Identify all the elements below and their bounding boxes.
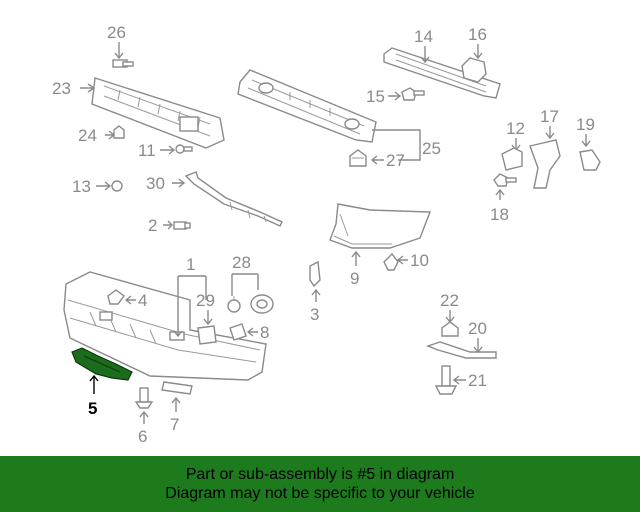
callout-14: 14 [414,27,433,46]
callout-9: 9 [350,269,359,288]
part-24-clip[interactable] [105,125,125,140]
callout-25: 25 [422,139,441,158]
part-28-sensor[interactable] [227,273,274,314]
part-23-reinforcement[interactable] [91,77,225,149]
part-6-bolt[interactable] [134,387,154,424]
parts-diagram: 26 23 24 11 13 30 2 14 16 15 25 27 12 17… [52,23,601,446]
part-26-bolt[interactable] [112,42,134,68]
callout-11: 11 [138,141,156,160]
part-29-plate[interactable] [197,310,217,345]
callout-24: 24 [78,126,97,145]
callout-20: 20 [468,319,487,338]
callout-5: 5 [88,399,97,418]
part-18-bolt[interactable] [493,173,517,200]
callout-21: 21 [468,371,487,390]
callout-23: 23 [52,79,71,98]
part-19-bracket[interactable] [579,134,601,171]
callout-22: 22 [440,291,459,310]
leader-23 [80,83,96,93]
callout-12: 12 [506,119,525,138]
callout-29: 29 [196,291,215,310]
callout-8: 8 [260,323,269,342]
part-7-trim[interactable] [161,381,193,412]
banner-line-1: Part or sub-assembly is #5 in diagram [185,466,455,483]
part-21-bolt[interactable] [434,365,466,395]
callout-7: 7 [170,415,179,434]
callout-3: 3 [310,305,319,324]
part-11-bolt[interactable] [160,144,193,155]
callout-28: 28 [232,253,251,272]
part-10-clip[interactable] [383,252,408,271]
callout-10: 10 [410,251,429,270]
callout-17: 17 [540,107,559,126]
part-4-bracket[interactable] [107,289,136,305]
info-banner: Part or sub-assembly is #5 in diagram Di… [0,456,640,512]
part-5-bracket-highlighted[interactable] [71,347,133,394]
leader-25 [372,129,421,161]
callout-labels: 26 23 24 11 13 30 2 14 16 15 25 27 12 17… [52,23,595,446]
callout-19: 19 [576,115,595,134]
callout-18: 18 [490,205,509,224]
part-17-bracket[interactable] [529,126,561,189]
part-3-clip[interactable] [309,260,321,302]
part-8-bracket[interactable] [229,323,258,341]
part-13-ring[interactable] [96,180,123,192]
callout-27: 27 [386,151,405,170]
part-15-bolt[interactable] [388,87,425,101]
callout-1: 1 [186,255,195,274]
part-9-cover[interactable] [329,203,432,266]
leader-1 [173,275,207,338]
part-12-bracket[interactable] [501,138,523,171]
callout-30: 30 [146,174,165,193]
part-2-clip[interactable] [163,220,191,230]
callout-2: 2 [148,216,157,235]
part-16-bracket[interactable] [461,44,487,83]
callout-15: 15 [366,87,385,106]
part-27-nut[interactable] [349,149,384,167]
part-20-molding[interactable] [425,338,497,359]
callout-13: 13 [72,177,91,196]
part-22-clip[interactable] [441,310,459,337]
banner-line-2: Diagram may not be specific to your vehi… [165,485,475,502]
callout-26: 26 [107,23,126,42]
callout-4: 4 [138,291,147,310]
part-30-harness[interactable] [172,171,283,227]
callout-6: 6 [138,427,147,446]
part-14-absorber[interactable] [383,46,501,99]
callout-16: 16 [468,25,487,44]
part-25-impact-bar[interactable] [237,69,377,143]
